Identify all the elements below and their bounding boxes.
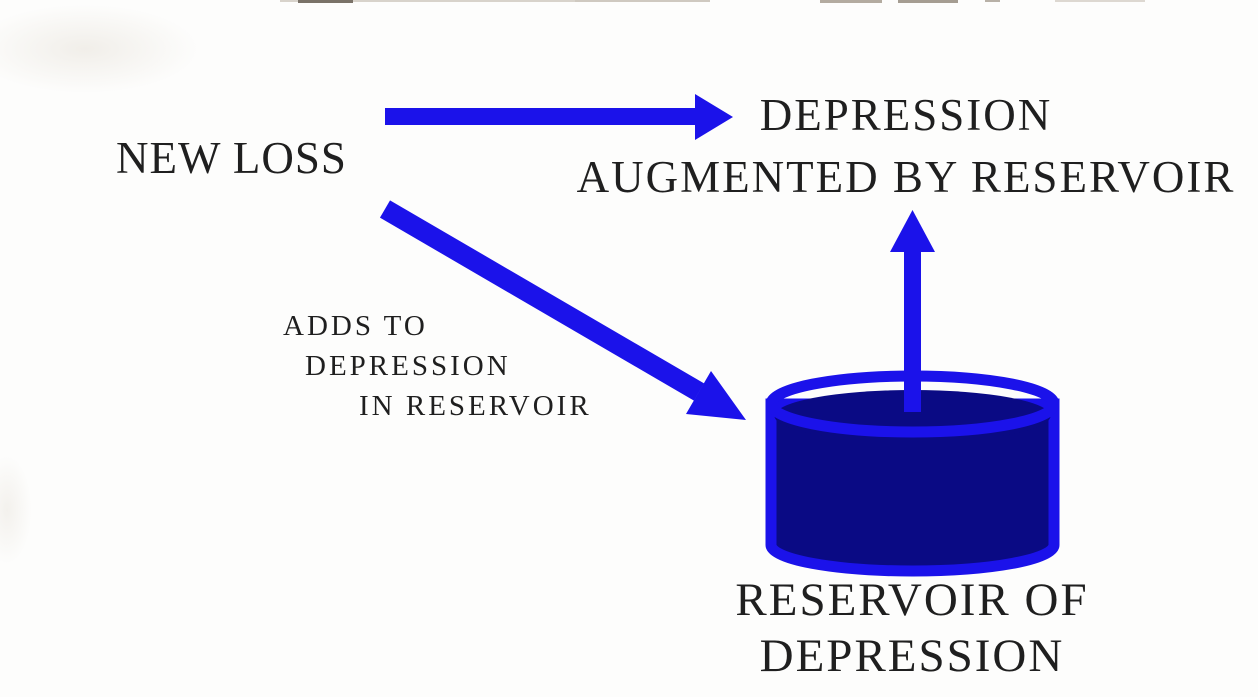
- corner-shading: [0, 4, 200, 94]
- new-loss-label: NEW LOSS: [116, 132, 347, 184]
- scan-artifact: [298, 0, 353, 3]
- depression-augmented-label: DEPRESSION AUGMENTED BY RESERVOIR: [553, 84, 1258, 208]
- depression-augmented-line1: DEPRESSION: [759, 90, 1053, 140]
- adds-to-label: ADDS TO DEPRESSION IN RESERVOIR: [283, 306, 592, 426]
- adds-to-line2: DEPRESSION: [305, 350, 511, 382]
- adds-to-line1: ADDS TO: [283, 310, 428, 342]
- arrow-new-loss-to-depression: [385, 94, 733, 140]
- scan-artifact: [1055, 0, 1145, 2]
- scan-artifact: [280, 0, 630, 2]
- new-loss-text: NEW LOSS: [116, 133, 347, 183]
- scan-artifact: [898, 0, 958, 3]
- arrow-reservoir-to-depression: [890, 210, 935, 412]
- reservoir-label: RESERVOIR OF DEPRESSION: [702, 572, 1122, 684]
- adds-to-line3: IN RESERVOIR: [359, 390, 592, 422]
- reservoir-line1: RESERVOIR OF: [735, 574, 1089, 626]
- scan-artifact: [985, 0, 1000, 2]
- reservoir-line2: DEPRESSION: [759, 630, 1065, 682]
- arrow-new-loss-to-reservoir: [379, 200, 746, 420]
- depression-augmented-line2: AUGMENTED BY RESERVOIR: [576, 152, 1236, 202]
- scan-artifact: [575, 0, 710, 2]
- scan-artifact: [820, 0, 882, 3]
